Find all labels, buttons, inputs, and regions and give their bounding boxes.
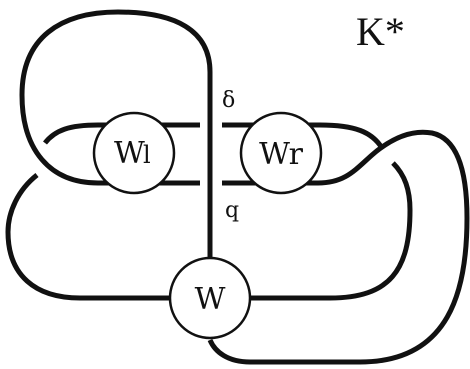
upper-left-arc-strand [43,122,200,145]
box-w-right-label: Wr [259,137,303,172]
label-delta: δ [222,88,235,113]
outer-top-loop-strand [19,9,213,248]
box-w-left-subscript: l [143,141,151,169]
box-w-right: Wr [239,111,323,195]
upper-right-arc-strand [222,122,385,150]
box-w-bottom-label: W [195,282,226,317]
diagram-title: K* [356,9,405,54]
label-q: q [225,198,239,223]
lower-right-arc-strand [207,129,470,365]
lower-left-arc-strand [5,173,180,301]
right-lower-arc-strand [240,161,413,301]
box-w-left: W l [92,111,176,195]
box-w-bottom: W [168,256,252,340]
box-w-left-label: W [114,136,145,171]
